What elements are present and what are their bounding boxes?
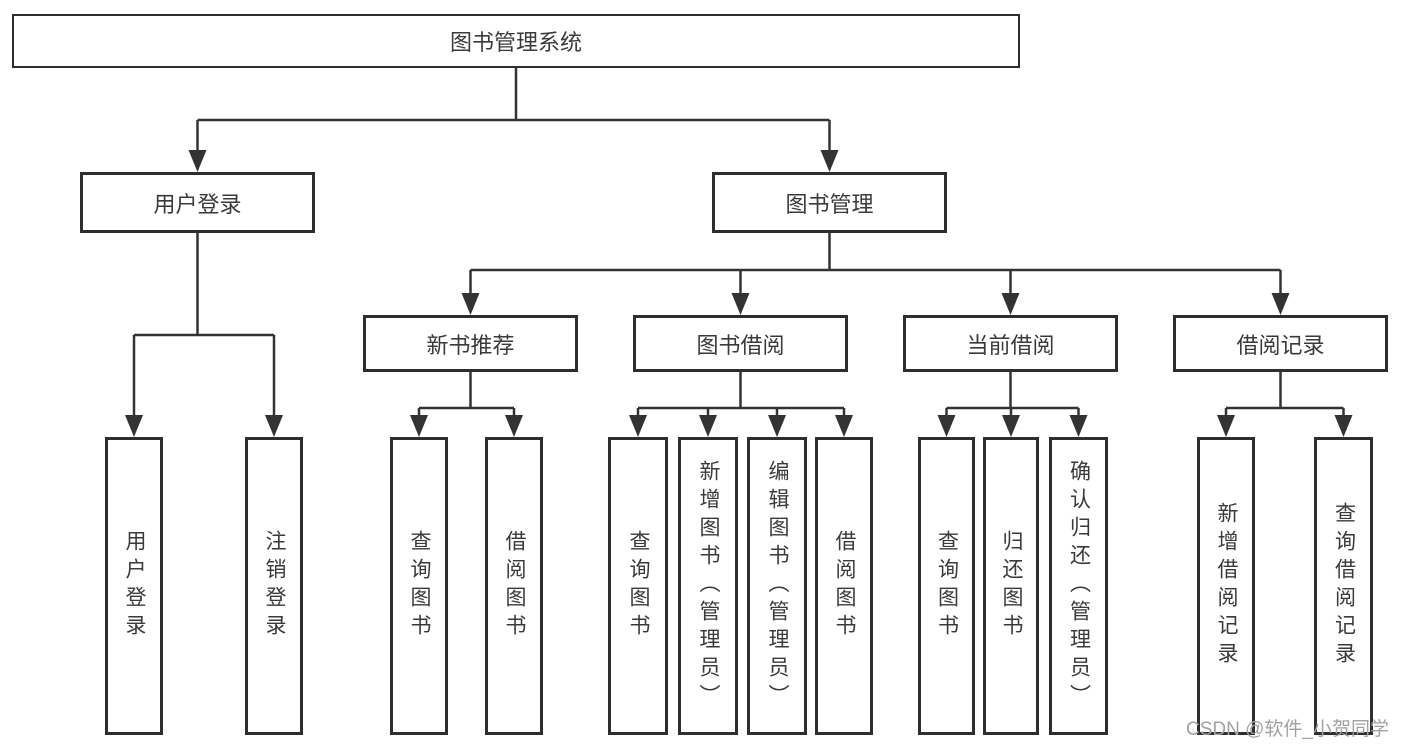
- node-new-book-rec-label: 新书推荐: [426, 332, 515, 358]
- node-leaf-bb-add-books-admin: 新增图书（管理员）: [678, 437, 738, 735]
- node-leaf-nbr-query-books: 查询图书: [390, 437, 448, 735]
- node-leaf-br-query-record: 查询借阅记录: [1314, 437, 1373, 735]
- node-leaf-cb-query-books-label: 查询图书: [935, 530, 959, 642]
- node-leaf-nbr-borrow-books: 借阅图书: [485, 437, 543, 735]
- node-current-borrow: 当前借阅: [903, 315, 1118, 372]
- node-borrow-records: 借阅记录: [1173, 315, 1388, 372]
- node-leaf-cb-confirm-return-admin: 确认归还（管理员）: [1049, 437, 1108, 735]
- node-leaf-bb-borrow-books-label: 借阅图书: [833, 530, 856, 642]
- arrow-head: [699, 415, 717, 437]
- connector-user-login-children: [125, 233, 283, 437]
- node-borrow-records-label: 借阅记录: [1236, 332, 1325, 358]
- arrow-head: [1271, 293, 1290, 315]
- connector-new-book-rec-children: [410, 372, 523, 437]
- node-leaf-bb-borrow-books: 借阅图书: [815, 437, 873, 735]
- node-leaf-cb-return-books: 归还图书: [983, 437, 1039, 735]
- node-book-borrow: 图书借阅: [633, 315, 848, 372]
- arrow-head: [768, 415, 786, 437]
- connector-book-mgmt-to-level3: [461, 233, 1290, 315]
- node-book-borrow-label: 图书借阅: [696, 332, 785, 358]
- node-leaf-bb-query-books-label: 查询图书: [627, 530, 650, 642]
- node-leaf-logout-label: 注销登录: [263, 530, 286, 642]
- node-leaf-nbr-borrow-books-label: 借阅图书: [503, 530, 526, 642]
- node-leaf-br-add-record-label: 新增借阅记录: [1215, 502, 1238, 670]
- arrow-head: [835, 415, 853, 437]
- node-leaf-bb-edit-books-admin: 编辑图书（管理员）: [747, 437, 807, 735]
- node-user-login-label: 用户登录: [153, 191, 242, 217]
- node-book-mgmt-label: 图书管理: [785, 191, 874, 217]
- watermark: CSDN @软件_小贺同学: [1186, 719, 1389, 740]
- node-root-label: 图书管理系统: [449, 30, 582, 55]
- arrow-head: [125, 415, 143, 437]
- arrow-head: [1217, 415, 1235, 437]
- node-leaf-cb-query-books: 查询图书: [918, 437, 975, 735]
- node-current-borrow-label: 当前借阅: [966, 332, 1055, 358]
- node-book-mgmt: 图书管理: [712, 172, 947, 233]
- arrow-head: [629, 415, 647, 437]
- arrow-head: [1069, 415, 1088, 437]
- arrow-head: [410, 415, 428, 437]
- node-leaf-user-login: 用户登录: [105, 437, 163, 735]
- arrow-head: [505, 415, 523, 437]
- node-leaf-logout: 注销登录: [245, 437, 303, 735]
- node-user-login: 用户登录: [80, 172, 315, 233]
- node-root: 图书管理系统: [12, 14, 1020, 68]
- arrow-head: [820, 150, 839, 172]
- node-leaf-cb-confirm-return-admin-label: 确认归还（管理员）: [1067, 460, 1091, 712]
- node-leaf-br-add-record: 新增借阅记录: [1197, 437, 1255, 735]
- connector-borrow-records-children: [1217, 372, 1353, 437]
- node-leaf-user-login-label: 用户登录: [123, 530, 146, 642]
- arrow-head: [937, 415, 956, 437]
- arrow-head: [1334, 415, 1353, 437]
- arrow-head: [1001, 293, 1020, 315]
- arrow-head: [731, 293, 750, 315]
- connector-current-borrow-children: [937, 372, 1088, 437]
- connector-book-borrow-children: [629, 372, 853, 437]
- node-leaf-bb-add-books-admin-label: 新增图书（管理员）: [697, 460, 720, 712]
- node-leaf-bb-edit-books-admin-label: 编辑图书（管理员）: [766, 460, 789, 712]
- node-leaf-bb-query-books: 查询图书: [608, 437, 668, 735]
- node-leaf-nbr-query-books-label: 查询图书: [408, 530, 431, 642]
- connector-root-to-level2: [188, 68, 839, 172]
- arrow-head: [461, 293, 480, 315]
- node-leaf-cb-return-books-label: 归还图书: [1000, 530, 1023, 642]
- node-new-book-rec: 新书推荐: [363, 315, 578, 372]
- arrow-head: [188, 150, 207, 172]
- node-leaf-br-query-record-label: 查询借阅记录: [1332, 502, 1356, 670]
- arrow-head: [265, 415, 283, 437]
- arrow-head: [1002, 415, 1020, 437]
